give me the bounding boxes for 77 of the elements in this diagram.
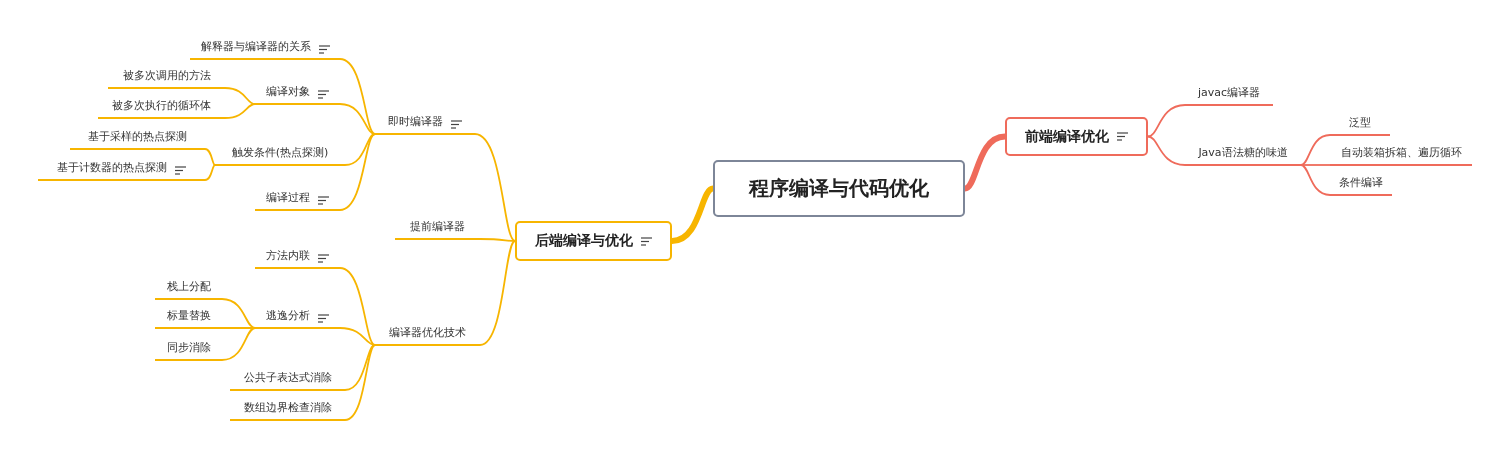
branch-line	[339, 267, 376, 346]
topic-label: 泛型	[1349, 115, 1371, 130]
topic-label: 条件编译	[1339, 175, 1383, 190]
topic-title: 前端编译优化	[1025, 127, 1109, 146]
topic-underline	[1330, 114, 1390, 136]
branch-line	[344, 344, 376, 391]
topic-label: 公共子表达式消除	[243, 370, 332, 385]
topic-label: javac编译器	[1197, 85, 1261, 100]
branch-line	[1147, 104, 1186, 138]
topic-label: 基于计数器的热点探测	[57, 160, 167, 175]
topic-underline	[1330, 144, 1472, 166]
branch-line	[339, 133, 376, 211]
branch-line	[221, 327, 256, 361]
topic-underline	[255, 307, 340, 329]
branch-line	[224, 103, 256, 119]
topic-underline	[1330, 174, 1392, 196]
topic-underline	[255, 83, 340, 105]
topic-underline	[255, 247, 340, 269]
topic-label: 数组边界检查消除	[243, 400, 332, 415]
branch-line	[339, 327, 376, 346]
topic-label: 被多次执行的循环体	[112, 98, 211, 113]
topic-box	[1005, 117, 1148, 156]
topic-underline	[155, 278, 222, 300]
topic-underline	[155, 307, 222, 329]
branch-line	[204, 164, 216, 181]
topic-underline	[1185, 84, 1273, 106]
topic-label: 方法内联	[266, 248, 310, 263]
topic-label: 编译器优化技术	[389, 325, 466, 340]
branch-line	[1300, 164, 1331, 196]
branch-line	[474, 133, 516, 242]
branch-line	[221, 327, 256, 329]
branch-line	[1300, 164, 1331, 166]
branch-line	[1147, 135, 1186, 166]
topic-underline	[108, 67, 225, 89]
branch-line	[671, 185, 715, 244]
topic-title: 程序编译与代码优化	[749, 175, 929, 202]
topic-box	[515, 221, 672, 261]
topic-underline	[230, 399, 345, 421]
topic-underline	[98, 97, 225, 119]
branch-line	[963, 133, 1006, 192]
topic-label: 同步消除	[166, 340, 211, 355]
branch-line	[344, 344, 376, 421]
branch-line	[204, 148, 216, 166]
topic-box	[713, 160, 965, 217]
branch-line	[221, 298, 256, 329]
topic-underline	[230, 369, 345, 391]
topic-title: 后端编译与优化	[535, 232, 633, 250]
topic-label: 即时编译器	[388, 114, 443, 129]
topic-label: 栈上分配	[166, 279, 211, 294]
topic-label: 编译过程	[266, 190, 310, 205]
topic-label: 基于采样的热点探测	[88, 129, 187, 144]
topic-underline	[375, 113, 475, 135]
topic-underline	[255, 189, 340, 211]
topic-underline	[375, 324, 480, 346]
branch-line	[224, 87, 256, 105]
topic-underline	[1185, 144, 1301, 166]
topic-label: 被多次调用的方法	[122, 68, 211, 83]
topic-underline	[70, 128, 205, 150]
branch-line	[339, 58, 376, 135]
topic-label: Java语法糖的味道	[1198, 145, 1288, 160]
branch-line	[479, 240, 516, 346]
branch-line	[339, 103, 376, 135]
topic-underline	[190, 38, 340, 60]
topic-underline	[395, 218, 480, 240]
topic-label: 编译对象	[266, 84, 310, 99]
branch-line	[479, 238, 516, 242]
topic-underline	[155, 339, 222, 361]
topic-underline	[215, 144, 345, 166]
topic-label: 自动装箱拆箱、遍历循环	[1340, 145, 1462, 160]
topic-label: 标量替换	[166, 308, 211, 323]
topic-label: 逃逸分析	[266, 308, 310, 323]
topic-label: 解释器与编译器的关系	[200, 39, 311, 54]
topic-label: 触发条件(热点探测)	[231, 145, 329, 160]
branch-line	[344, 133, 376, 166]
branch-line	[1300, 134, 1331, 166]
topic-underline	[38, 159, 205, 181]
topic-label: 提前编译器	[410, 219, 465, 234]
